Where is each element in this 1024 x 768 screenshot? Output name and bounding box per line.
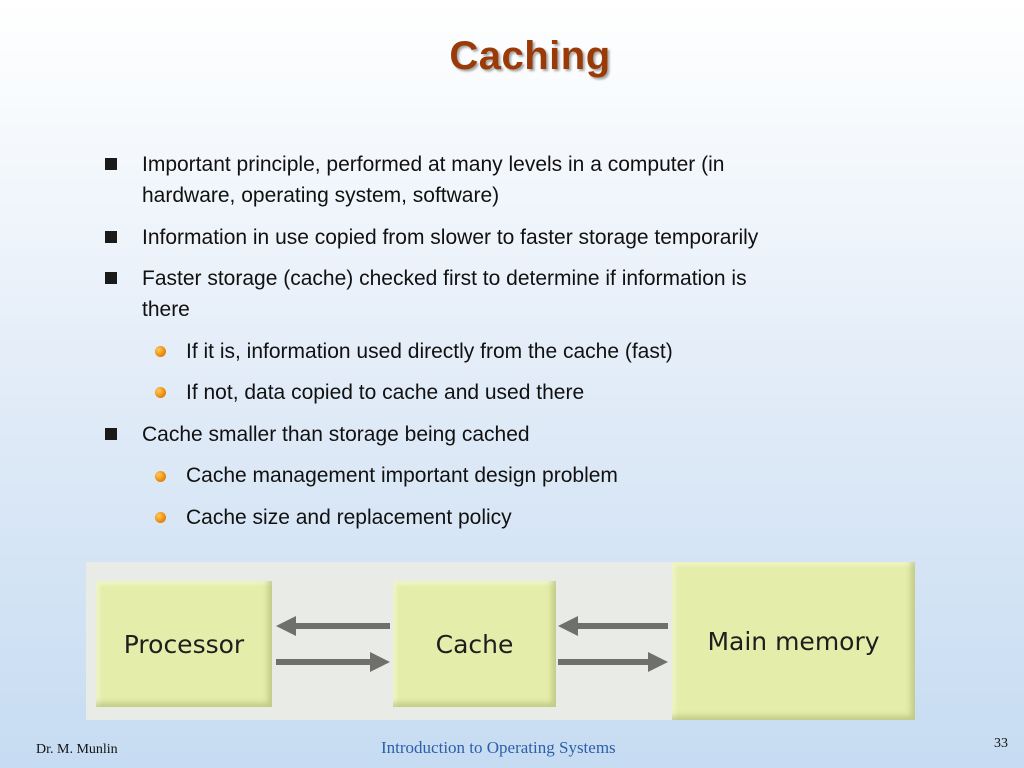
bullet-line: Cache management important design proble… xyxy=(186,464,618,487)
cache-hierarchy-diagram: Processor Cache Main memory xyxy=(86,562,915,720)
processor-box: Processor xyxy=(96,581,272,707)
slide-title: Caching xyxy=(449,34,611,78)
sub-bullet-item: If not, data copied to cache and used th… xyxy=(186,377,886,409)
sub-bullet-item: If it is, information used directly from… xyxy=(186,336,886,368)
bullet-line: Important principle, performed at many l… xyxy=(142,153,725,176)
bullet-line: there xyxy=(142,298,190,321)
bullet-line: Faster storage (cache) checked first to … xyxy=(142,267,747,290)
round-bullet-icon xyxy=(155,387,166,398)
arrow-right-icon xyxy=(276,652,390,672)
bullet-item: Cache smaller than storage being cached xyxy=(142,419,842,451)
cache-label: Cache xyxy=(435,629,514,659)
cache-box: Cache xyxy=(393,581,556,707)
bullet-line: If it is, information used directly from… xyxy=(186,340,673,363)
footer-author: Dr. M. Munlin xyxy=(36,742,118,757)
bullet-line: Information in use copied from slower to… xyxy=(142,226,759,249)
square-bullet-icon xyxy=(105,231,117,243)
bullet-item: Information in use copied from slower to… xyxy=(142,222,912,254)
square-bullet-icon xyxy=(105,428,117,440)
round-bullet-icon xyxy=(155,346,166,357)
arrow-right-icon xyxy=(558,652,668,672)
footer-course-title: Introduction to Operating Systems xyxy=(381,738,616,757)
processor-label: Processor xyxy=(123,629,245,659)
bullet-line: Cache size and replacement policy xyxy=(186,506,512,529)
bullet-line: hardware, operating system, software) xyxy=(142,184,500,207)
square-bullet-icon xyxy=(105,158,117,170)
bullet-item: Important principle, performed at many l… xyxy=(142,149,902,213)
sub-bullet-item: Cache size and replacement policy xyxy=(186,502,886,534)
bullet-list: Important principle, performed at many l… xyxy=(105,149,912,534)
arrow-left-icon xyxy=(558,616,668,636)
round-bullet-icon xyxy=(155,512,166,523)
main-memory-box: Main memory xyxy=(672,562,915,720)
sub-bullet-item: Cache management important design proble… xyxy=(186,460,886,492)
bullet-line: If not, data copied to cache and used th… xyxy=(186,381,585,404)
main-memory-label: Main memory xyxy=(707,626,880,656)
round-bullet-icon xyxy=(155,471,166,482)
arrow-left-icon xyxy=(276,616,390,636)
bullet-item: Faster storage (cache) checked first to … xyxy=(142,263,912,327)
square-bullet-icon xyxy=(105,272,117,284)
page-number: 33 xyxy=(994,736,1008,751)
bullet-line: Cache smaller than storage being cached xyxy=(142,423,530,446)
